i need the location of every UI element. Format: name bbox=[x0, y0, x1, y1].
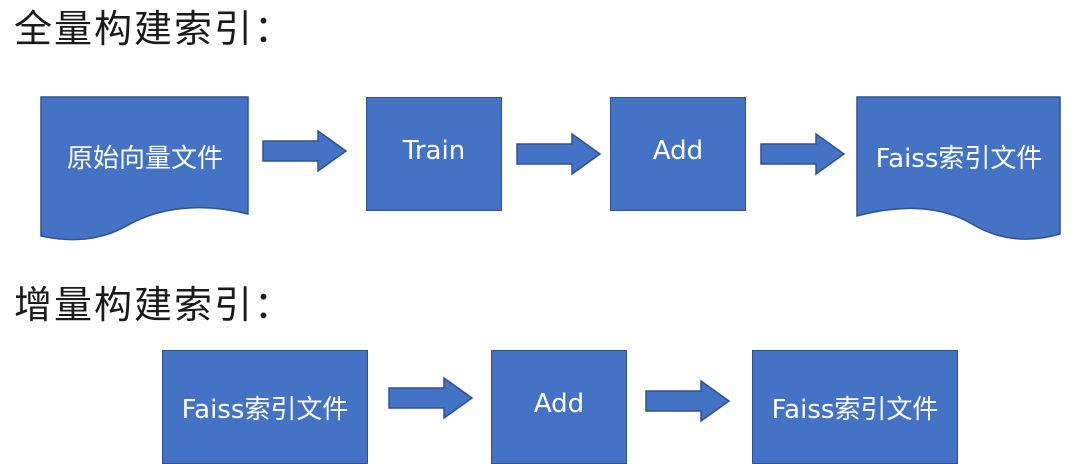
faiss-index-file-input-label: Faiss索引文件 bbox=[181, 395, 349, 425]
incremental-build-heading: 增量构建索引： bbox=[14, 283, 295, 327]
add-node: Add bbox=[610, 97, 746, 211]
arrow-faiss-to-add bbox=[388, 376, 474, 420]
train-node: Train bbox=[366, 97, 502, 211]
faiss-index-file-input-node: Faiss索引文件 bbox=[162, 350, 368, 464]
faiss-index-file-output-label: Faiss索引文件 bbox=[771, 395, 939, 425]
train-label: Train bbox=[402, 136, 466, 166]
raw-vector-file-label: 原始向量文件 bbox=[66, 144, 223, 174]
arrow-raw-to-train bbox=[262, 129, 348, 173]
faiss-index-file-node bbox=[856, 96, 1061, 240]
incremental-add-label: Add bbox=[533, 389, 585, 419]
faiss-index-file-label: Faiss索引文件 bbox=[875, 144, 1043, 174]
arrow-train-to-add bbox=[516, 132, 602, 176]
arrow-add-to-faiss-output bbox=[645, 379, 731, 423]
faiss-index-file-output-node: Faiss索引文件 bbox=[752, 350, 958, 464]
arrow-add-to-faiss bbox=[760, 132, 846, 176]
full-build-heading: 全量构建索引： bbox=[14, 7, 295, 51]
add-label: Add bbox=[652, 136, 704, 166]
raw-vector-file-node bbox=[40, 96, 249, 241]
incremental-add-node: Add bbox=[491, 350, 627, 464]
